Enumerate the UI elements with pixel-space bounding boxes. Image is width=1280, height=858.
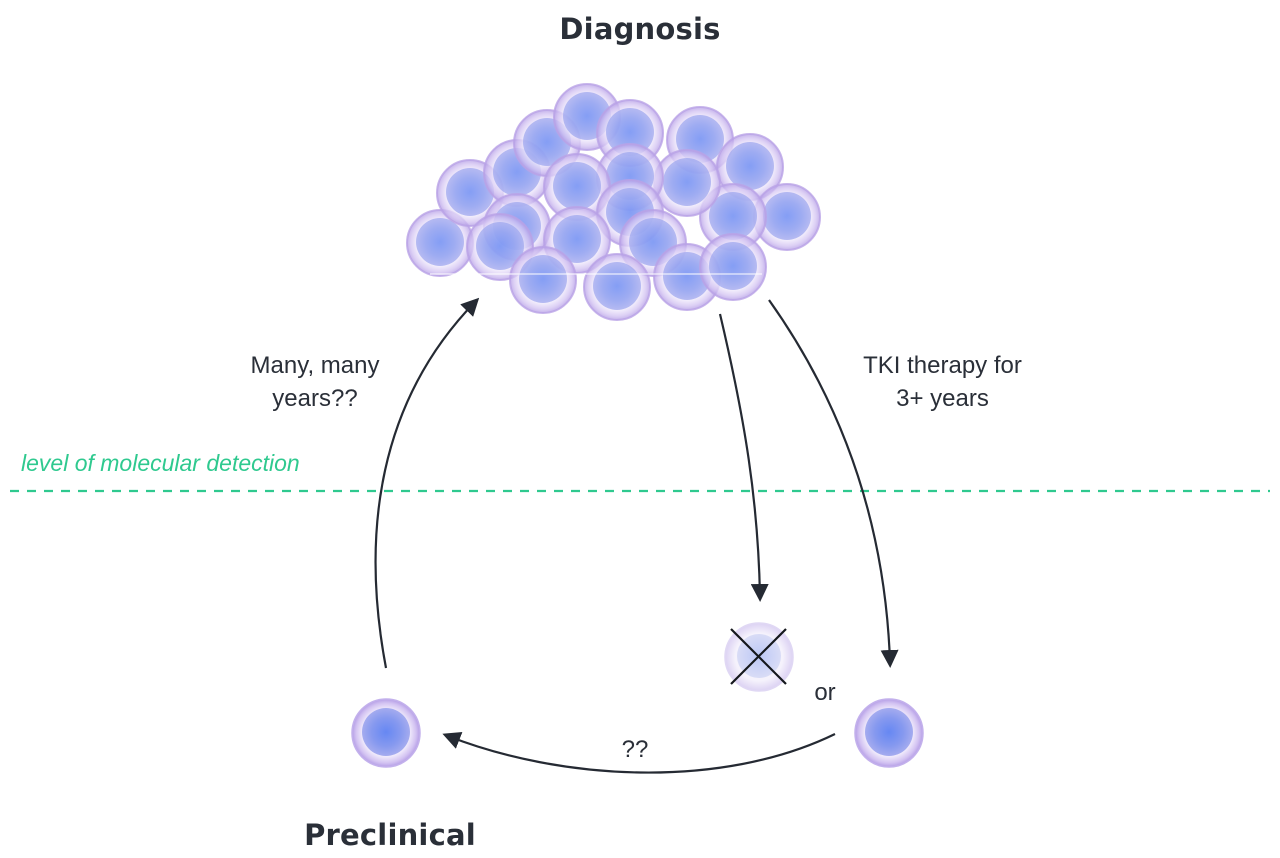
bottom-arrow-label: ??	[621, 736, 649, 763]
cluster-cell	[699, 233, 767, 301]
cluster-cell	[753, 183, 821, 251]
cluster-cell	[509, 246, 577, 314]
right-arrow-label-line-1: TKI therapy for	[863, 352, 1022, 379]
cluster-cell	[653, 149, 721, 217]
or-label: or	[814, 679, 836, 706]
right-arrow-label: TKI therapy for 3+ years	[825, 349, 1060, 415]
cluster-cell	[543, 153, 611, 221]
residual-cell	[854, 698, 924, 768]
arrow-diagnosis-to-residual	[768, 299, 899, 668]
arrow-residual-to-preclinical	[442, 732, 836, 774]
diagnosis-title: Diagnosis	[559, 12, 721, 46]
preclinical-cell	[351, 698, 421, 768]
detection-level-label: level of molecular detection	[21, 450, 300, 476]
arrow-preclinical-to-diagnosis	[374, 297, 480, 669]
preclinical-title: Preclinical	[304, 818, 476, 852]
left-arrow-label-line-1: Many, many	[250, 352, 380, 379]
cluster-cell	[406, 209, 474, 277]
left-arrow-label-line-2: years??	[272, 385, 358, 412]
diagnosis-cell-cluster	[406, 83, 821, 321]
right-arrow-label-line-2: 3+ years	[896, 385, 989, 412]
cluster-cell	[699, 183, 767, 251]
arrow-diagnosis-to-eliminated	[718, 313, 769, 602]
eliminated-cell	[724, 622, 794, 692]
left-arrow-label: Many, many years??	[220, 349, 410, 415]
cluster-cell	[583, 253, 651, 321]
